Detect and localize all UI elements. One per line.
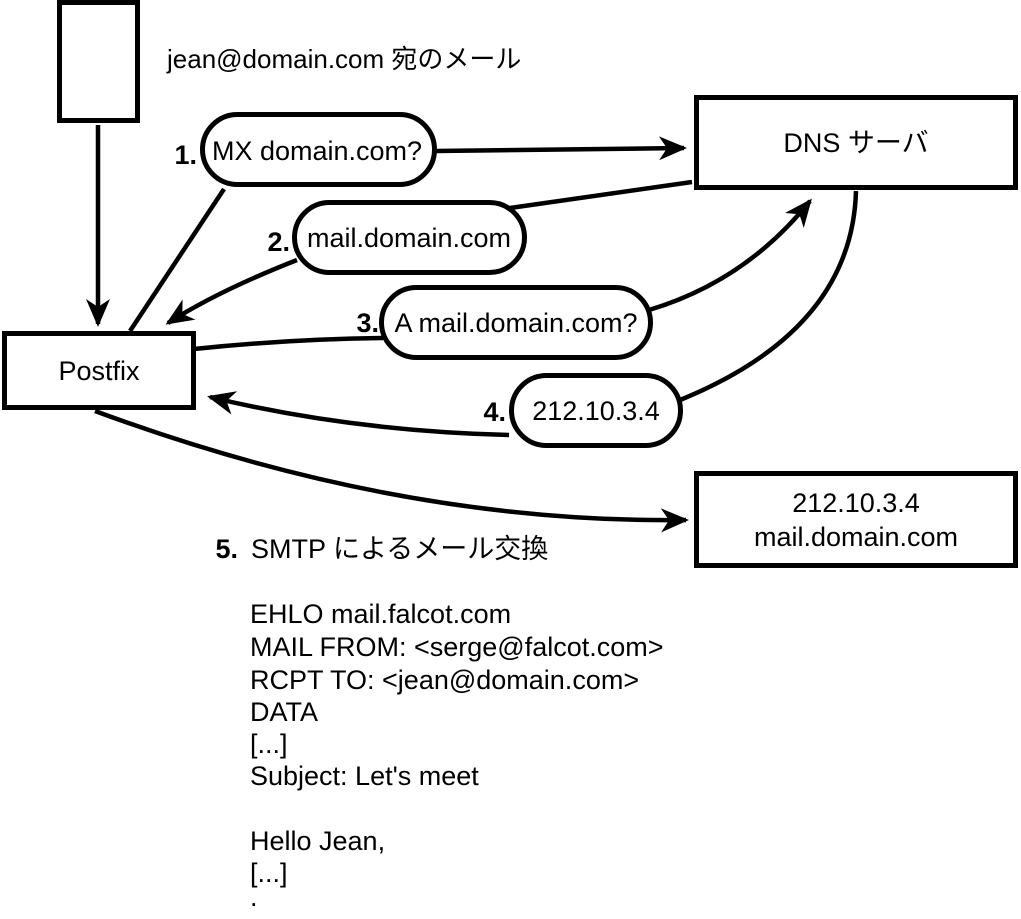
arrow-query3-to-dns bbox=[648, 198, 812, 313]
arrow-reply4-to-postfix bbox=[207, 391, 510, 438]
step3-query-a-pill bbox=[379, 285, 653, 360]
mail-server-box bbox=[694, 471, 1018, 568]
smtp-line: MAIL FROM: <serge@falcot.com> bbox=[250, 632, 664, 662]
line-dns-to-reply4 bbox=[679, 190, 859, 403]
step3-number: 3. bbox=[356, 308, 379, 338]
step5-number: 5. bbox=[215, 534, 238, 564]
incoming-mail-box bbox=[57, 0, 140, 123]
dns-server-label: DNS サーバ bbox=[783, 128, 928, 158]
step1-query-mx-pill bbox=[200, 112, 437, 187]
step5-label: SMTP によるメール交換 bbox=[251, 534, 548, 564]
step3-query-a-label: A mail.domain.com? bbox=[394, 308, 637, 338]
mail-server-ip-label: 212.10.3.4 bbox=[792, 488, 920, 518]
smtp-line: Subject: Let's meet bbox=[250, 761, 479, 791]
smtp-line: DATA bbox=[250, 697, 318, 727]
smtp-line: RCPT TO: <jean@domain.com> bbox=[250, 665, 639, 695]
step2-reply-mx-label: mail.domain.com bbox=[307, 223, 511, 253]
step1-number: 1. bbox=[174, 140, 197, 170]
line-postfix-to-query1 bbox=[128, 187, 226, 333]
line-dns-to-reply2 bbox=[509, 179, 693, 211]
smtp-line: [...] bbox=[250, 729, 288, 759]
incoming-mail-note: jean@domain.com 宛のメール bbox=[166, 44, 521, 74]
mail-server-hostname-label: mail.domain.com bbox=[754, 522, 958, 552]
step4-reply-a-label: 212.10.3.4 bbox=[532, 396, 660, 426]
line-postfix-to-query3 bbox=[193, 335, 384, 352]
postfix-label: Postfix bbox=[58, 356, 140, 386]
step1-query-mx-label: MX domain.com? bbox=[212, 136, 422, 166]
smtp-session-transcript: EHLO mail.falcot.com MAIL FROM: <serge@f… bbox=[250, 599, 664, 912]
step4-number: 4. bbox=[483, 397, 506, 427]
step2-number: 2. bbox=[267, 227, 290, 257]
smtp-line: [...] bbox=[250, 858, 288, 888]
step2-reply-mx-pill bbox=[292, 200, 527, 275]
step4-reply-a-pill bbox=[509, 373, 683, 448]
arrow-postfix-to-mail-server bbox=[94, 408, 689, 533]
smtp-line: EHLO mail.falcot.com bbox=[250, 599, 511, 629]
smtp-line: Hello Jean, bbox=[250, 826, 385, 856]
arrow-reply2-to-postfix bbox=[165, 257, 298, 325]
smtp-line: . bbox=[250, 882, 258, 912]
dns-server-box bbox=[694, 95, 1018, 190]
postfix-box bbox=[2, 331, 196, 410]
arrow-query1-to-dns bbox=[435, 136, 687, 161]
